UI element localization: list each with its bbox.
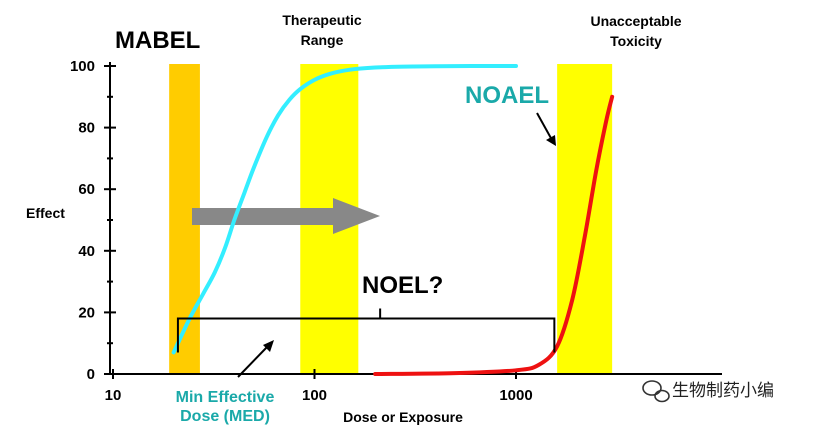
therapeutic-label-1: Therapeutic: [282, 12, 362, 28]
watermark-text: 生物制药小编: [672, 381, 774, 400]
mabel-label: MABEL: [115, 27, 200, 54]
x-axis-title: Dose or Exposure: [343, 409, 463, 425]
y-tick-label: 40: [78, 243, 95, 260]
noael-arrow: [536, 112, 556, 146]
y-ticks: 0 20 40 60 80 100: [70, 58, 116, 383]
toxicity-label-2: Toxicity: [610, 33, 662, 49]
y-tick-label: 0: [87, 366, 95, 383]
series-line-0: [171, 63, 518, 355]
therapeutic-label-2: Range: [301, 32, 344, 48]
watermark: 生物制药小编: [642, 380, 774, 403]
y-tick-label: 20: [78, 304, 95, 321]
toxicity-label-1: Unacceptable: [590, 13, 681, 29]
y-axis-title: Effect: [26, 205, 65, 221]
noel-label: NOEL?: [362, 272, 443, 299]
x-tick-label: 1000: [499, 387, 532, 404]
series-line-1: [373, 94, 615, 376]
med-arrow: [237, 340, 274, 378]
noel-bracket: [176, 308, 556, 353]
med-label-2: Dose (MED): [180, 408, 270, 425]
y-tick-label: 80: [78, 120, 95, 137]
x-tick-label: 10: [105, 387, 122, 404]
x-tick-label: 100: [302, 387, 327, 404]
wechat-icon: [642, 380, 670, 403]
x-ticks: 10 100 1000: [105, 369, 533, 404]
trend-arrow: [192, 198, 380, 234]
noael-label: NOAEL: [465, 82, 549, 109]
y-tick-label: 100: [70, 58, 95, 75]
y-tick-label: 60: [78, 181, 95, 198]
series: [171, 63, 615, 376]
med-label-1: Min Effective: [176, 389, 275, 406]
